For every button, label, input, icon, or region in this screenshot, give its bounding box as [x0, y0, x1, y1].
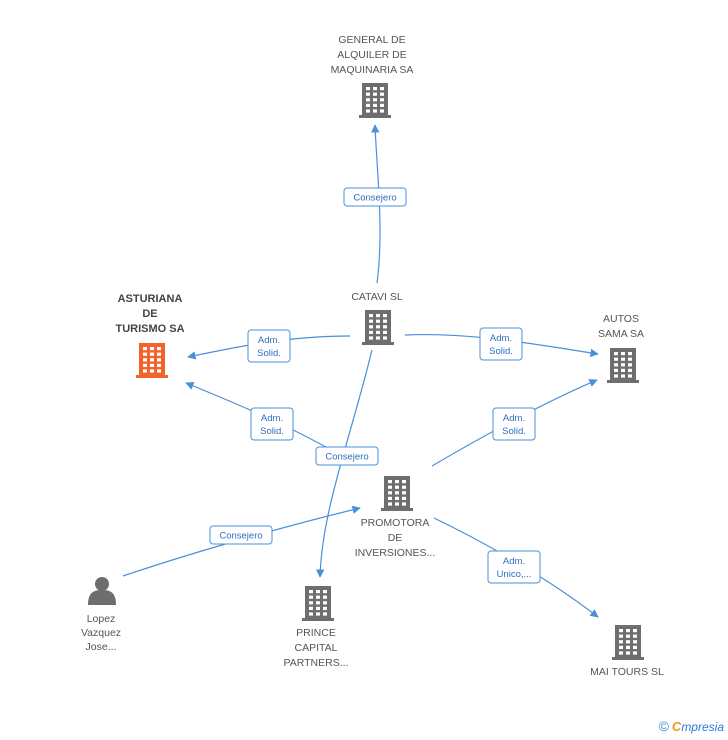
building-icon[interactable]	[607, 348, 639, 383]
edge-label-text: Consejero	[325, 452, 368, 463]
edges-layer: ConsejeroAdm.Solid.Adm.Solid.Adm.Solid.C…	[122, 124, 599, 618]
edge-label-text: Adm.	[503, 413, 525, 424]
person-icon[interactable]	[88, 577, 116, 605]
brand-footer[interactable]: ©Cmpresia	[659, 718, 724, 734]
edge-label-box[interactable]	[315, 446, 379, 466]
edge-catavi-autos[interactable]: Adm. Solid.	[404, 327, 599, 361]
node-label: Vazquez	[81, 627, 121, 639]
node-catavi[interactable]: CATAVI SL	[351, 291, 403, 345]
edge-label-text: Unico,...	[497, 569, 532, 580]
node-label: CATAVI SL	[351, 291, 403, 303]
node-general[interactable]: GENERAL DE ALQUILER DE MAQUINARIA SA	[331, 34, 414, 118]
edge-line	[316, 349, 373, 578]
building-icon[interactable]	[381, 476, 413, 511]
node-label: ALQUILER DE	[337, 49, 406, 61]
edge-promotora-asturiana[interactable]: Adm. Solid.	[185, 381, 358, 466]
nodes-layer: GENERAL DE ALQUILER DE MAQUINARIA SA CATAVI…	[81, 34, 664, 678]
node-prince[interactable]: PRINCE CAPITAL PARTNERS...	[284, 586, 349, 669]
edge-label-text: Consejero	[353, 193, 396, 204]
edge-catavi-prince[interactable]: Consejero	[315, 349, 379, 578]
edge-label-box[interactable]	[487, 550, 541, 584]
building-icon[interactable]	[612, 625, 644, 660]
node-label: PRINCE	[296, 627, 336, 639]
node-label: PROMOTORA	[361, 517, 430, 529]
brand-logo-initial: C	[671, 719, 682, 734]
building-icon[interactable]	[362, 310, 394, 345]
building-icon[interactable]	[136, 343, 168, 378]
edge-label-box[interactable]	[250, 407, 294, 441]
node-label: Lopez	[87, 613, 116, 625]
edge-label-text: Consejero	[219, 531, 262, 542]
edge-label-text: Solid.	[489, 346, 513, 357]
node-label: INVERSIONES...	[355, 547, 436, 559]
edge-label-box[interactable]	[343, 187, 407, 207]
node-lopez[interactable]: LopezVazquezJose...	[81, 577, 121, 653]
edge-label-text: Adm.	[490, 333, 512, 344]
node-label: PARTNERS...	[284, 657, 349, 669]
node-label: CAPITAL	[295, 642, 338, 654]
node-label: TURISMO SA	[115, 323, 184, 335]
node-label: SAMA SA	[598, 328, 644, 340]
node-label: MAI TOURS SL	[590, 666, 664, 678]
node-asturiana[interactable]: ASTURIANA DE TURISMO SA	[115, 293, 185, 378]
edge-label-box[interactable]	[492, 407, 536, 441]
node-label: DE	[388, 532, 403, 544]
edge-label-text: Adm.	[261, 413, 283, 424]
edge-catavi-asturiana[interactable]: Adm. Solid.	[187, 329, 351, 363]
edge-label-box[interactable]	[479, 327, 523, 361]
edge-label-text: Solid.	[502, 426, 526, 437]
edge-promotora-autos[interactable]: Adm. Solid.	[431, 379, 598, 467]
node-label: Jose...	[86, 641, 117, 653]
edge-promotora-mai[interactable]: Adm. Unico,...	[433, 517, 599, 618]
node-label: MAQUINARIA SA	[331, 64, 414, 76]
node-label: ASTURIANA	[118, 293, 183, 305]
building-icon[interactable]	[302, 586, 334, 621]
node-label: DE	[142, 308, 157, 320]
node-promotora[interactable]: PROMOTORA DE INVERSIONES...	[355, 476, 436, 559]
edge-lopez-promotora[interactable]: Consejero	[122, 505, 361, 577]
node-label: GENERAL DE	[338, 34, 405, 46]
node-label: AUTOS	[603, 313, 639, 325]
edge-label-text: Adm.	[503, 556, 525, 567]
edge-label-text: Adm.	[258, 335, 280, 346]
copyright-icon: ©	[658, 718, 669, 734]
edge-catavi-general[interactable]: Consejero	[343, 124, 407, 284]
edge-label-text: Solid.	[260, 426, 284, 437]
node-mai[interactable]: MAI TOURS SL	[590, 625, 664, 678]
node-autos[interactable]: AUTOS SAMA SA	[598, 313, 644, 383]
building-icon[interactable]	[359, 83, 391, 118]
edge-label-box[interactable]	[209, 525, 273, 545]
edge-label-box[interactable]	[247, 329, 291, 363]
edge-label-text: Solid.	[257, 348, 281, 359]
brand-logo-text: mpresia	[681, 720, 724, 734]
